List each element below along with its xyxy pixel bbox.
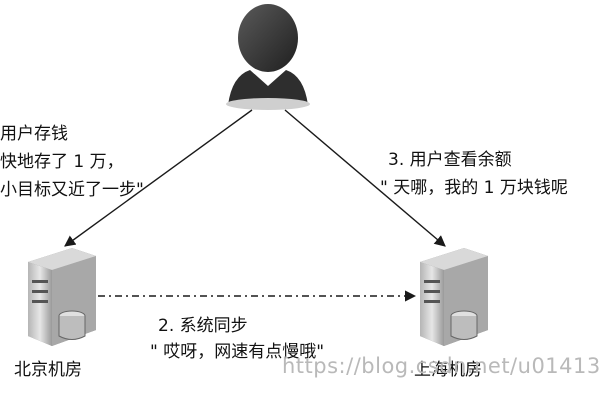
step1-label-line2: 快地存了 1 万，: [0, 152, 124, 172]
step3-label-line2: " 天哪，我的 1 万块钱呢: [380, 178, 568, 198]
user-person-icon: [226, 4, 310, 110]
arrow-user-to-beijing: [64, 109, 253, 247]
beijing-server-icon: [28, 248, 96, 346]
step1-label-line3: 小目标又近了一步": [0, 180, 144, 200]
beijing-label: 北京机房: [14, 360, 82, 380]
step2-label-line1: 2. 系统同步: [158, 316, 248, 336]
step1-label-line1: 用户存钱: [0, 124, 68, 144]
shanghai-label: 上海机房: [414, 360, 482, 380]
step3-label-line1: 3. 用户查看余额: [388, 150, 512, 170]
shanghai-server-icon: [420, 248, 488, 346]
watermark-text: https://blog.csdn.net/u01413: [282, 354, 600, 378]
arrow-user-to-shanghai: [284, 109, 446, 247]
step2-label-line2: " 哎呀，网速有点慢哦": [150, 342, 325, 362]
